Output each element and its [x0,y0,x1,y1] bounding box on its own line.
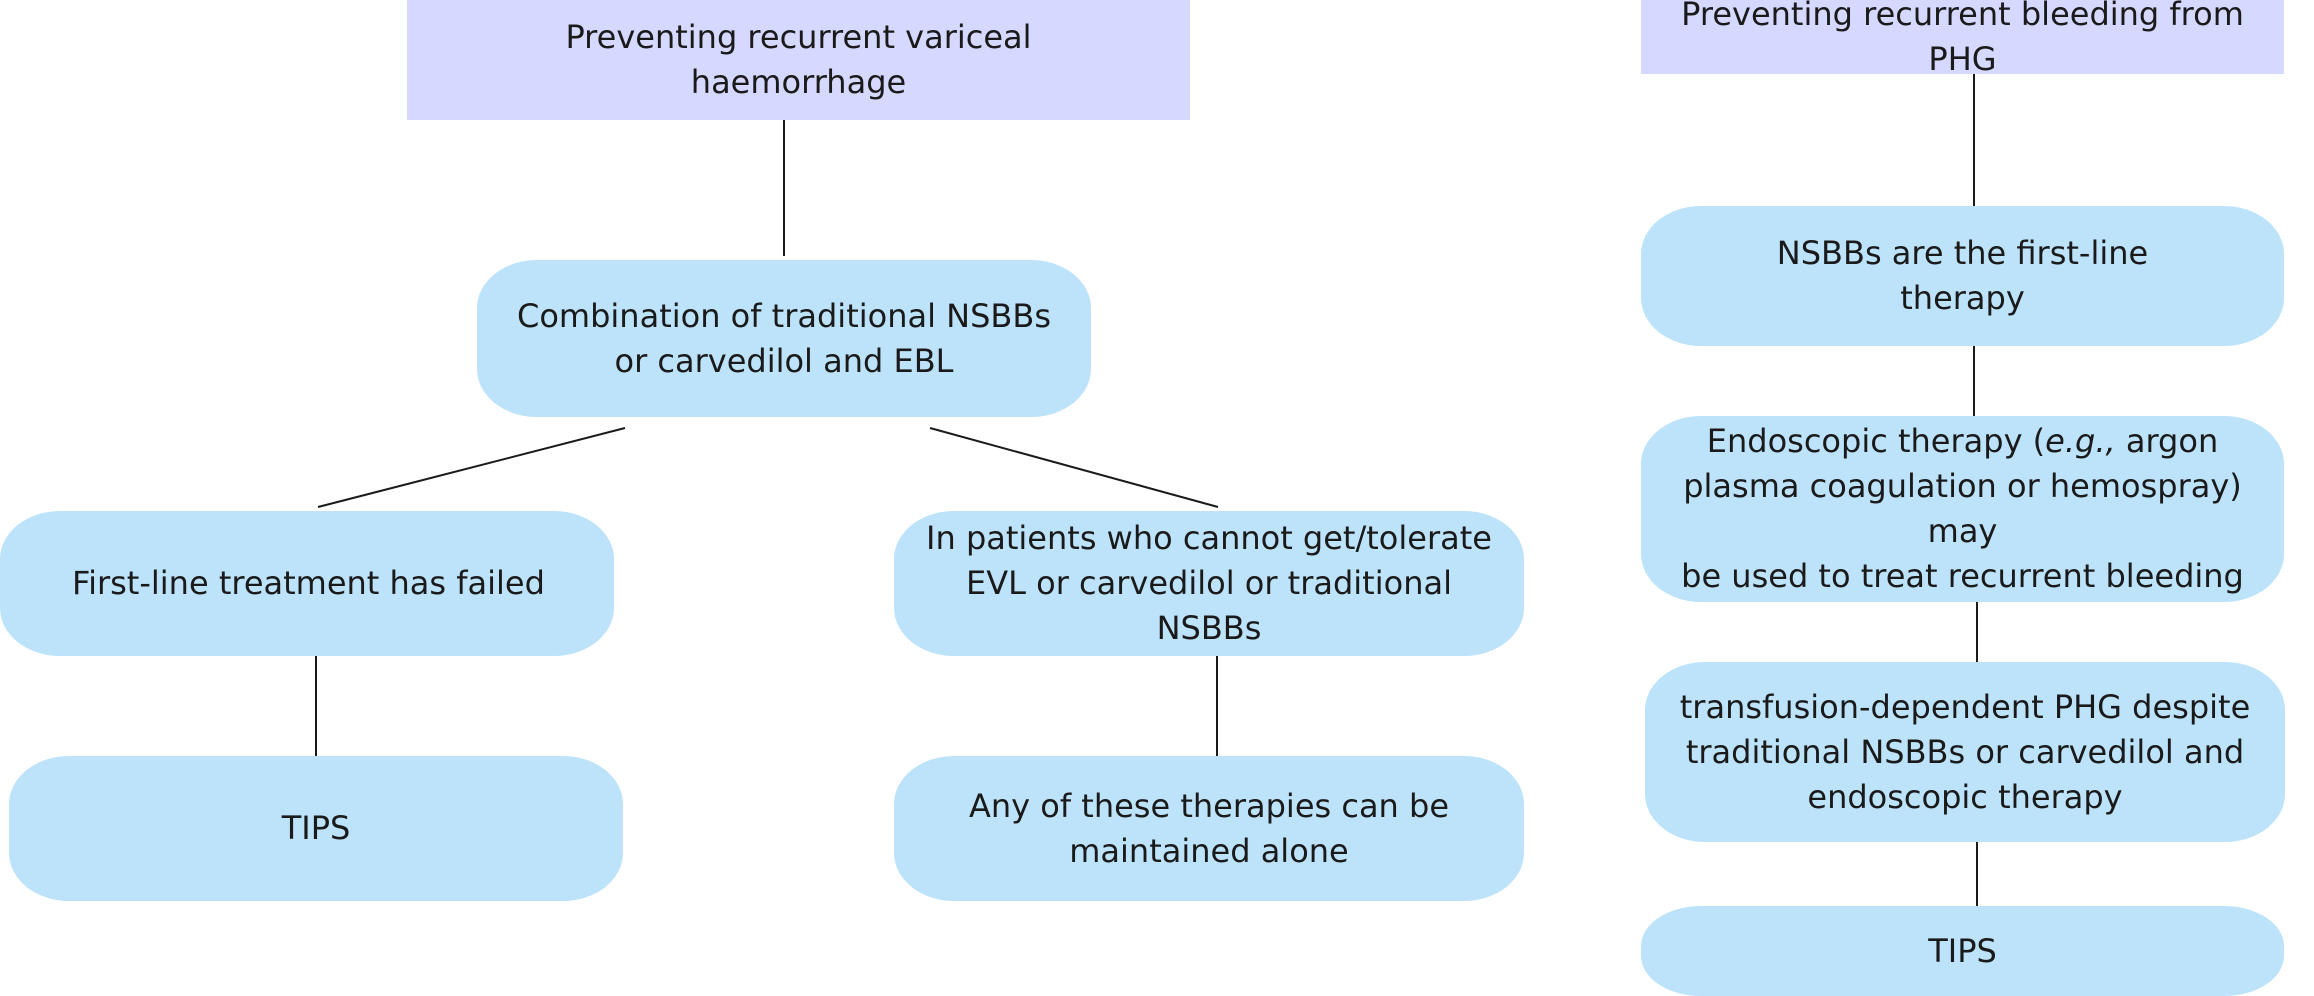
first-line-line2: therapy [1900,279,2025,317]
maintained-line1: Any of these therapies can be [968,786,1449,825]
phg-header-text: Preventing recurrent bleeding from PHG [1681,0,2244,78]
first-line-failed-box: First-line treatment has failed [0,511,614,656]
cannot-tolerate-line1: In patients who cannot get/tolerate [926,519,1492,557]
variceal-tips-text: TIPS [281,809,351,847]
phg-tips-text: TIPS [1928,931,1997,970]
endoscopic-line1-italic: e.g., [2045,422,2116,460]
endoscopic-therapy-box: Endoscopic therapy (e.g., argon plasma c… [1641,416,2284,602]
transfusion-dependent-box: transfusion-dependent PHG despite tradit… [1645,662,2285,842]
endoscopic-line1-suffix: argon [2115,422,2219,460]
transfusion-line3: endoscopic therapy [1807,777,2123,816]
cannot-tolerate-box: In patients who cannot get/tolerate EVL … [894,511,1524,656]
connector-combination-to-failed [317,427,626,508]
endoscopic-line3: be used to treat recurrent bleeding [1681,557,2244,595]
endoscopic-line1: Endoscopic therapy (e.g., argon [1651,419,2274,464]
phg-header-box: Preventing recurrent bleeding from PHG [1641,0,2284,78]
maintained-line2: maintained alone [1069,831,1349,870]
variceal-header-box: Preventing recurrent variceal haemorrhag… [407,0,1190,120]
combination-line2: or carvedilol and EBL [614,341,954,380]
variceal-tips-box: TIPS [9,756,623,901]
phg-tips-box: TIPS [1641,906,2284,996]
endoscopic-line2: plasma coagulation or hemospray) may [1683,467,2242,550]
transfusion-line2: traditional NSBBs or carvedilol and [1685,732,2245,771]
connector-combination-to-cannot-tolerate [929,427,1219,508]
first-line-line1: NSBBs are the first-line [1776,234,2149,272]
transfusion-line1: transfusion-dependent PHG despite [1679,687,2251,726]
cannot-tolerate-line2: EVL or carvedilol or traditional NSBBs [966,564,1452,647]
first-line-failed-text: First-line treatment has failed [72,564,545,602]
variceal-header-line1: Preventing recurrent variceal [565,18,1032,56]
maintained-alone-box: Any of these therapies can be maintained… [894,756,1524,901]
nsbb-first-line-box: NSBBs are the first-line therapy [1641,206,2284,346]
combination-therapy-box: Combination of traditional NSBBs or carv… [477,260,1091,417]
endoscopic-line1-prefix: Endoscopic therapy ( [1706,422,2046,460]
combination-line1: Combination of traditional NSBBs [517,296,1051,335]
variceal-header-line2: haemorrhage [690,63,907,101]
